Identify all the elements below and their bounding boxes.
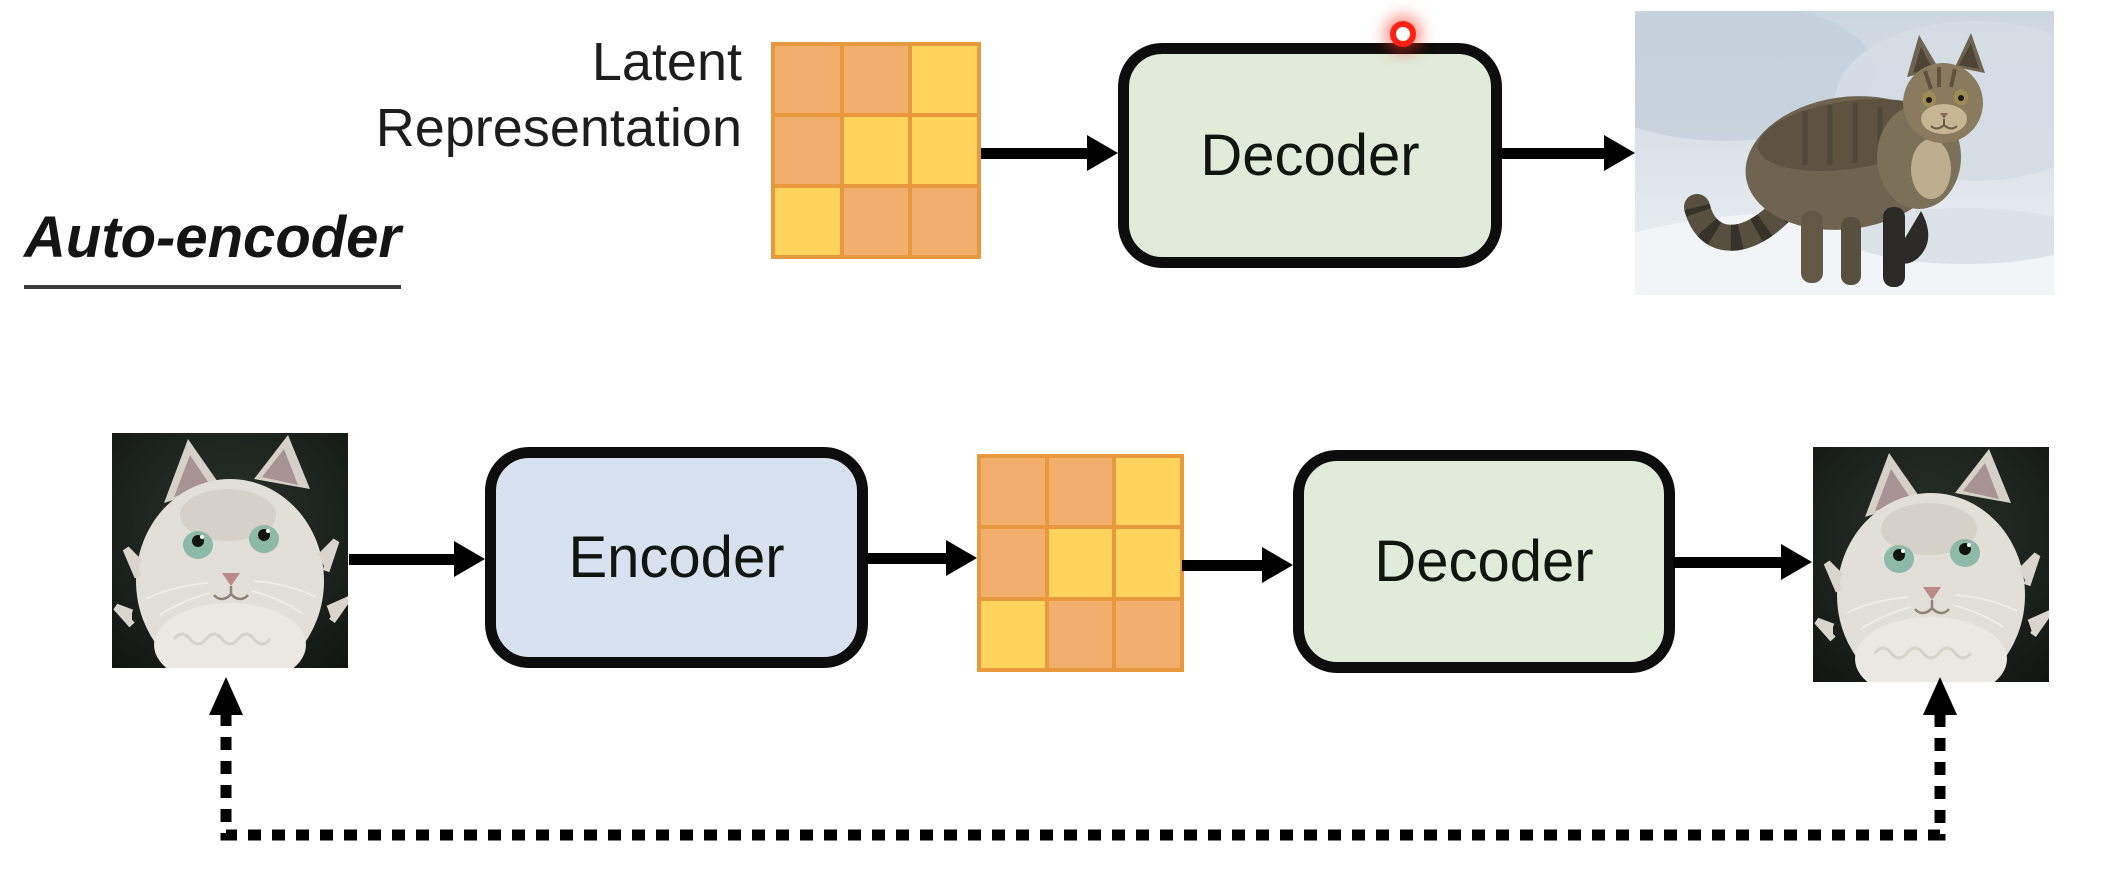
tabby-cat-head [1903,33,1985,143]
arrow-decoder-to-cat-top [1498,135,1635,171]
latent-label-line1: Latent [591,32,742,92]
latent-label-line2: Representation [375,97,742,158]
laser-pointer-dot [1390,21,1416,47]
arrow-shaft [1182,559,1262,571]
latent-grid-cell-orange [979,456,1047,528]
decoder-box-top: Decoder [1118,43,1502,268]
arrow-shaft [1673,556,1781,568]
slide-title: Auto-encoder [24,204,401,289]
latent-grid-cell-orange [773,44,842,115]
latent-grid-cell-orange [841,186,911,257]
dashed-arrowhead-right [1923,677,1957,715]
arrowhead-icon [946,540,977,576]
latent-grid-cell-orange [910,186,979,257]
encoder-box: Encoder [485,447,868,668]
white-cat-photo-output [1812,447,2050,682]
decoder-top-label: Decoder [1200,123,1420,188]
arrowhead-icon [1087,135,1118,171]
latent-grid-cell-yellow [1114,527,1182,599]
decoder-box-bottom: Decoder [1293,450,1675,673]
latent-grid-cell-orange [773,115,842,186]
latent-grid-cell-orange [1114,598,1182,670]
dashed-feedback-loop [209,677,1957,841]
latent-grid-cell-yellow [841,115,911,186]
latent-grid-cell-yellow [773,186,842,257]
arrow-decoder-to-cat-bottom [1673,544,1812,580]
dashed-arrowhead-left [209,677,243,715]
latent-grid-cell-yellow [910,44,979,115]
arrowhead-icon [1604,135,1635,171]
latent-grid-top [771,42,981,259]
latent-grid-bottom [977,454,1184,672]
arrow-grid-to-decoder-bottom [1182,547,1293,583]
encoder-label: Encoder [568,525,785,590]
arrow-encoder-to-grid [866,540,977,576]
arrow-shaft [349,553,454,565]
latent-grid-cell-orange [841,44,911,115]
latent-grid-cell-yellow [979,598,1047,670]
arrowhead-icon [454,541,485,577]
latent-grid-cell-yellow [1046,527,1115,599]
latent-grid-cell-yellow [1114,456,1182,528]
arrowhead-icon [1781,544,1812,580]
arrow-shaft [1498,147,1604,159]
latent-grid-cell-yellow [910,115,979,186]
latent-representation-label: Latent Representation [270,30,742,162]
latent-grid-cell-orange [979,527,1047,599]
arrow-shaft [981,147,1087,159]
arrow-grid-to-decoder-top [981,135,1118,171]
latent-grid-cell-orange [1046,598,1115,670]
decoder-bottom-label: Decoder [1374,529,1594,594]
tabby-cat-photo [1635,11,2054,295]
white-cat-photo-input [112,433,348,668]
arrow-cat-to-encoder [349,541,485,577]
arrow-shaft [866,552,946,564]
latent-grid-cell-orange [1046,456,1115,528]
arrowhead-icon [1262,547,1293,583]
